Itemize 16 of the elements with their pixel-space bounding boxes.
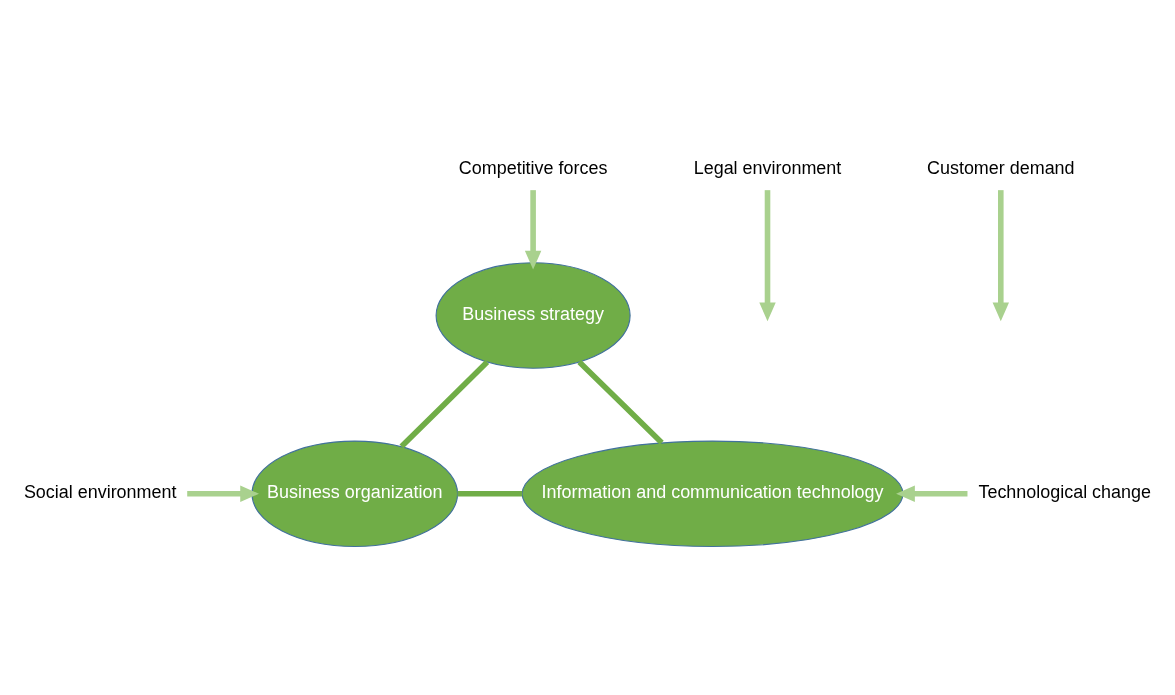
connector — [577, 359, 664, 445]
node-ellipse: Information and communication technology — [521, 440, 904, 547]
node-text: Competitive forces — [458, 157, 608, 178]
connector — [399, 359, 490, 449]
node-ellipse: Business strategy — [435, 261, 631, 369]
node-text: Technological change — [978, 481, 1151, 502]
node-text: Customer demand — [927, 157, 1075, 178]
arrow — [992, 189, 1009, 321]
node-ellipse: Business organization — [251, 440, 459, 547]
node-text: Legal environment — [693, 157, 842, 178]
arrow — [759, 189, 776, 321]
arrow — [524, 189, 542, 270]
connector — [457, 490, 523, 497]
arrow — [896, 485, 968, 502]
arrow — [187, 485, 259, 502]
node-text: Social environment — [23, 481, 177, 502]
